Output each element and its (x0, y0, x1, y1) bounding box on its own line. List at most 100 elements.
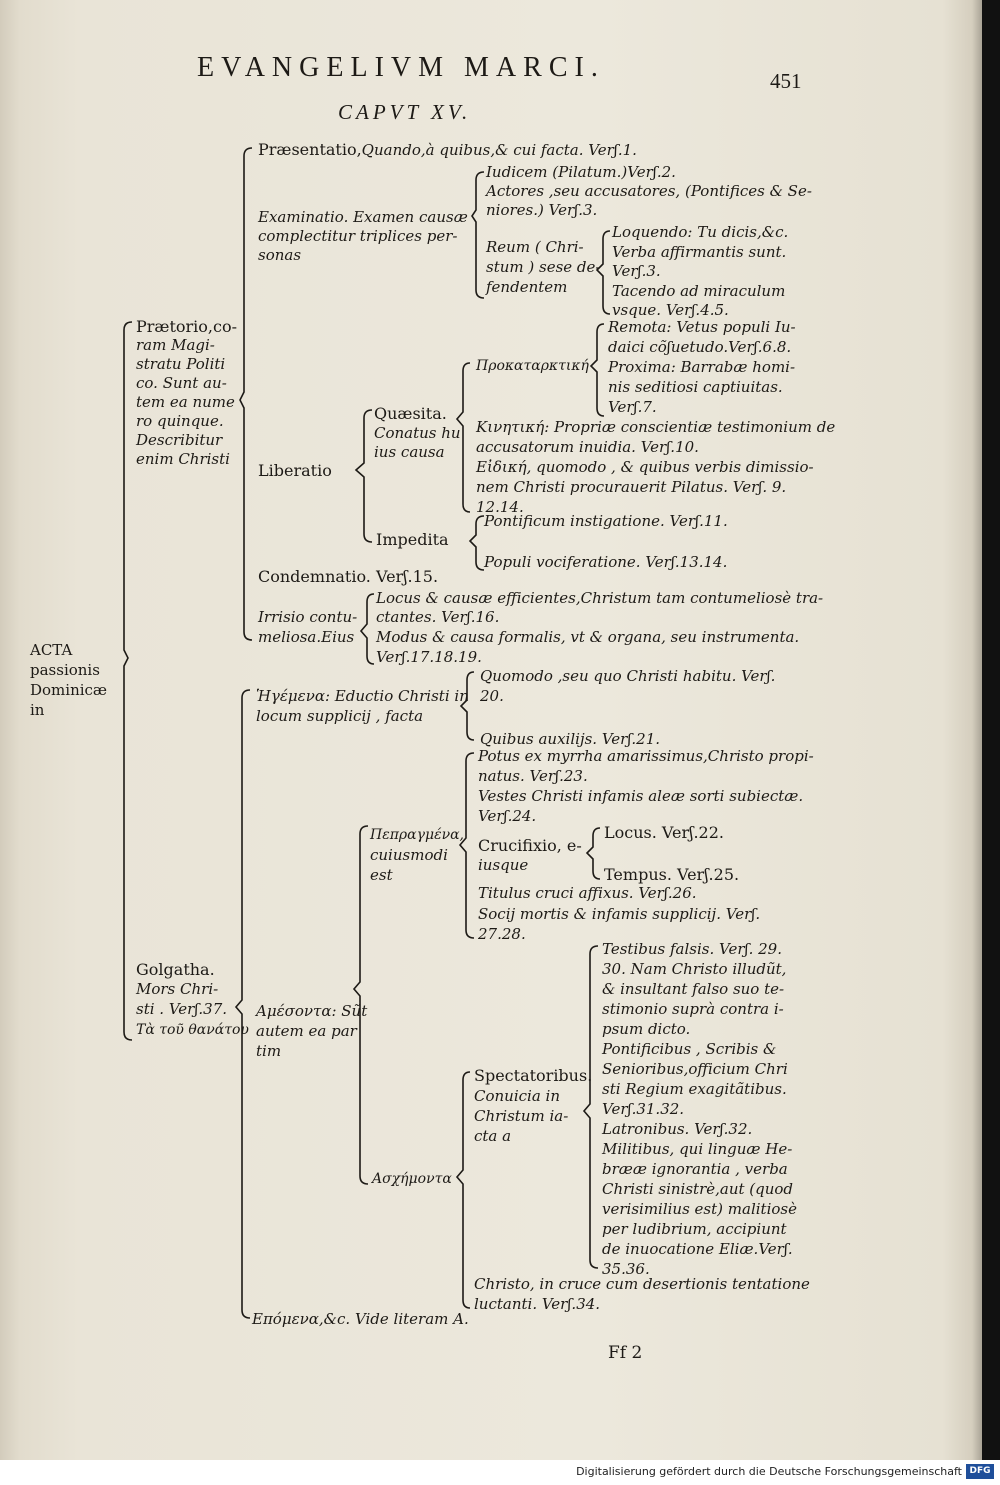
kinetike-line: Κινητική: Propriæ conscientiæ testimoniu… (476, 418, 836, 436)
pepragmena-line: Πεπραγμένα, (370, 827, 465, 843)
egemena-line: Ἡγέμενα: Eductio Christi in (256, 687, 469, 705)
militibus-line: de inuocatione Eliæ.Verʃ. (602, 1240, 793, 1258)
pretorio-line: tem ea nume (136, 393, 235, 411)
bracket-root (123, 321, 133, 1041)
proxima-line: nis seditiosi captiuitas. (608, 378, 783, 396)
pretorio-line: ram Magi- (136, 336, 215, 354)
pontificum-text: Pontificum instigatione. Verʃ.11. (484, 512, 728, 530)
latronibus-text: Latronibus. Verʃ.32. (602, 1120, 753, 1138)
pretorio-line: Describitur (136, 431, 223, 449)
modus-line: Verʃ.17.18.19. (376, 648, 482, 666)
epomena-text: Επόμενα,&c. Vide literam A. (252, 1310, 469, 1328)
bracket-quaesita (455, 362, 471, 513)
loquendo-line: Loquendo: Tu dicis,&c. (612, 223, 789, 241)
militibus-line: verisimilius est) malitiosè (602, 1200, 797, 1218)
spectatoribus-line: Conuicia in (474, 1087, 560, 1105)
iudicem-text: Iudicem (Pilatum.)Verʃ.2. (486, 163, 676, 181)
praesentatio-head: Præsentatio, (258, 140, 362, 159)
proxima-line: Proxima: Barrabæ homi- (608, 358, 796, 376)
prokatarktike-label: Προκαταρκτική (476, 358, 589, 374)
militibus-line: 35.36. (602, 1260, 650, 1278)
pontificibus-line: Verʃ.31.32. (602, 1100, 685, 1118)
signature-mark: Ff 2 (608, 1343, 643, 1363)
bracket-liberatio (354, 409, 373, 543)
reum-line: fendentem (486, 278, 568, 296)
pretorio-line: Prætorio,co- (136, 317, 237, 336)
potus-line: Potus ex myrrha amarissimus,Christo prop… (478, 747, 814, 765)
socij-line: Socij mortis & infamis supplicij. Verʃ. (478, 905, 761, 923)
eidike-line: Εἰδική, quomodo , & quibus verbis dimiss… (476, 458, 814, 476)
pontificibus-line: Senioribus,officium Chri (602, 1060, 788, 1078)
footer-bar: Digitalisierung gefördert durch die Deut… (0, 1460, 1000, 1485)
praesentatio-text: Quando,à quibus,& cui facta. Verʃ.1. (361, 141, 637, 159)
pepragmena-line: cuiusmodi (370, 846, 448, 864)
crucifixio-line: iusque (478, 856, 529, 874)
crucifixio-line: Crucifixio, e- (478, 836, 582, 855)
golgatha-line: Τὰ τοῦ θανάτου (136, 1022, 249, 1038)
locus-text: Locus. Verʃ.22. (604, 823, 724, 842)
funding-credit: Digitalisierung gefördert durch die Deut… (576, 1465, 962, 1478)
testibus-line: stimonio suprà contra i- (602, 1000, 784, 1018)
page-number: 451 (770, 69, 802, 93)
amesa-line: autem ea par (256, 1022, 357, 1040)
bracket-prokatarktike (589, 323, 605, 417)
egemena-line: locum supplicij , facta (256, 707, 424, 725)
christo-line: Christo, in cruce cum desertionis tentat… (474, 1275, 810, 1293)
tempus-text: Tempus. Verʃ.25. (604, 865, 740, 884)
book-page: EVANGELIVM MARCI. 451 CAPVT XV. ACTA pas… (0, 0, 982, 1460)
spectatoribus-line: cta a (474, 1127, 512, 1145)
pretorio-line: stratu Politi (136, 355, 226, 373)
christo-line: luctanti. Verʃ.34. (474, 1295, 601, 1313)
bracket-examinatio (471, 171, 485, 299)
reum-line: stum ) sese de- (486, 258, 601, 276)
loquendo-line: Verba affirmantis sunt. (612, 243, 787, 261)
militibus-line: Christi sinistrè,aut (quod (602, 1180, 794, 1198)
irrisio-line: Irrisio contu- (258, 608, 358, 626)
amesa-line: Αμέσοντα: Sũt (256, 1002, 368, 1020)
irrisio-line: meliosa.Eius (258, 628, 355, 646)
bracket-aschemonta (455, 1071, 471, 1309)
impedita-label: Impedita (376, 530, 449, 549)
liberatio-label: Liberatio (258, 461, 332, 480)
aschemonta-label: Ασχήμοντα (372, 1171, 452, 1187)
pretorio-node: Prætorio,co- ram Magi- stratu Politi co.… (136, 317, 237, 469)
eidike-line: nem Christi procurauerit Pilatus. Verʃ. … (476, 478, 787, 496)
bracket-impedita (468, 515, 485, 571)
praesentatio-node: Præsentatio,Quando,à quibus,& cui facta.… (258, 140, 637, 160)
pontificibus-line: Pontificibus , Scribis & (602, 1040, 777, 1058)
bracket-reum (595, 230, 611, 315)
kinetike-line: accusatorum inuidia. Verʃ.10. (476, 438, 699, 456)
socij-line: 27.28. (478, 925, 526, 943)
locus-line: ctantes. Verʃ.16. (376, 608, 500, 626)
golgatha-line: Golgatha. (136, 960, 215, 979)
loquendo-line: Verʃ.3. (612, 262, 661, 280)
testibus-line: & insultant falso suo te- (602, 980, 785, 998)
bracket-golgatha (234, 689, 251, 1319)
actores-line: Actores ,seu accusatores, (Pontifices & … (486, 182, 812, 200)
eidike-line: 12.14. (476, 498, 524, 516)
pretorio-line: co. Sunt au- (136, 374, 227, 392)
spectatoribus-line: Christum ia- (474, 1107, 569, 1125)
tacendo-line: vsque. Verʃ.4.5. (612, 301, 729, 319)
amesa-line: tim (256, 1042, 282, 1060)
quibus-text: Quibus auxilijs. Verʃ.21. (480, 730, 661, 748)
golgatha-line: Mors Chri- (136, 980, 219, 998)
militibus-line: brææ ignorantia , verba (602, 1160, 788, 1178)
pretorio-line: ro quinque. (136, 412, 224, 430)
chapter-heading: CAPVT XV. (338, 100, 472, 124)
bracket-amesa (352, 825, 369, 1185)
bracket-egemena (459, 671, 475, 741)
testibus-line: 30. Nam Christo illudũt, (602, 960, 787, 978)
vestes-line: Verʃ.24. (478, 807, 537, 825)
condemnatio-text: Condemnatio. Verʃ.15. (258, 567, 439, 586)
militibus-line: Militibus, qui linguæ He- (602, 1140, 793, 1158)
examinatio-line: complectitur triplices per- (258, 227, 458, 245)
bracket-pepragmena (458, 752, 475, 939)
quaesita-line: ius causa (374, 443, 445, 461)
bracket-crucifixio (585, 827, 601, 880)
golgatha-line: sti . Verʃ.37. (136, 1000, 228, 1018)
modus-line: Modus & causa formalis, vt & organa, seu… (376, 628, 800, 646)
populi-text: Populi vociferatione. Verʃ.13.14. (484, 553, 728, 571)
locus-line: Locus & causæ efficientes,Christum tam c… (376, 589, 824, 607)
